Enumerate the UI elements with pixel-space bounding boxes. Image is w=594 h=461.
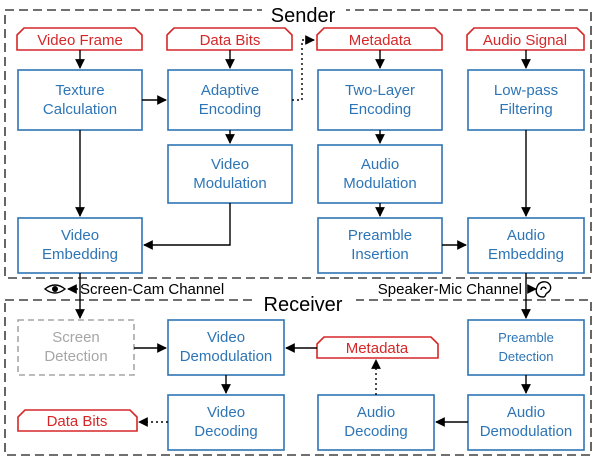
- texture-calculation-line1: Texture: [55, 82, 104, 99]
- sender-arrows: [75, 35, 531, 250]
- video-demodulation-line1: Video: [207, 329, 245, 346]
- two-layer-encoding-block: [317, 69, 443, 131]
- video-frame-input-tag: [16, 27, 143, 51]
- video-frame-input-label: Video Frame: [37, 32, 123, 49]
- ear-icon: [535, 281, 552, 298]
- video-modulation-line1: Video: [211, 156, 249, 173]
- adaptive-encoding-line1: Adaptive: [201, 82, 259, 99]
- two-layer-encoding-line2: Encoding: [349, 101, 412, 118]
- metadata-output-label: Metadata: [346, 340, 409, 357]
- adaptive-encoding-line2: Encoding: [199, 101, 262, 118]
- preamble-insertion-line2: Insertion: [351, 246, 409, 263]
- data-bits-output-tag: [17, 409, 138, 432]
- sender-title: Sender: [271, 5, 336, 27]
- metadata-input-label: Metadata: [349, 32, 412, 49]
- receiver-frame: [4, 299, 592, 456]
- data-bits-output-label: Data Bits: [47, 413, 108, 430]
- low-pass-filtering-block: [467, 69, 585, 131]
- eye-icon: [43, 284, 67, 294]
- screen-cam-channel-label: Screen-Cam Channel: [80, 281, 224, 298]
- data-bits-input-label: Data Bits: [200, 32, 261, 49]
- screen-detection-line2: Detection: [44, 348, 107, 365]
- low-pass-filtering-line1: Low-pass: [494, 82, 558, 99]
- adaptive-encoding-block: [167, 69, 293, 131]
- video-demodulation-block: [167, 319, 285, 376]
- video-modulation-line2: Modulation: [193, 175, 266, 192]
- audio-demodulation-line1: Audio: [507, 404, 545, 421]
- audio-modulation-block: [317, 144, 443, 204]
- preamble-detection-line2: Detection: [499, 349, 554, 364]
- sender-frame: [4, 9, 592, 279]
- preamble-detection-block: [467, 319, 585, 376]
- audio-embedding-line1: Audio: [507, 227, 545, 244]
- video-embedding-block: [17, 217, 143, 274]
- audio-modulation-line1: Audio: [361, 156, 399, 173]
- audio-decoding-line1: Audio: [357, 404, 395, 421]
- audio-embedding-block: [467, 217, 585, 274]
- video-decoding-line2: Decoding: [194, 423, 257, 440]
- audio-signal-input-label: Audio Signal: [483, 32, 567, 49]
- audio-embedding-line2: Embedding: [488, 246, 564, 263]
- receiver-title: Receiver: [264, 294, 343, 316]
- channel-arrows: [67, 273, 537, 319]
- video-embedding-line2: Embedding: [42, 246, 118, 263]
- audio-demodulation-block: [467, 394, 585, 451]
- screen-detection-line1: Screen: [52, 329, 100, 346]
- preamble-detection-line1: Preamble: [498, 330, 554, 345]
- data-bits-input-tag: [166, 27, 293, 51]
- audio-decoding-line2: Decoding: [344, 423, 407, 440]
- receiver-arrows: [134, 343, 531, 427]
- preamble-insertion-line1: Preamble: [348, 227, 412, 244]
- texture-calculation-block: [17, 69, 143, 131]
- video-modulation-block: [167, 144, 293, 204]
- video-decoding-block: [167, 394, 285, 451]
- speaker-mic-channel-label: Speaker-Mic Channel: [378, 281, 522, 298]
- texture-calculation-line2: Calculation: [43, 101, 117, 118]
- video-embedding-line1: Video: [61, 227, 99, 244]
- video-decoding-line1: Video: [207, 404, 245, 421]
- audio-demodulation-line2: Demodulation: [480, 423, 573, 440]
- audio-modulation-line2: Modulation: [343, 175, 416, 192]
- metadata-output-tag: [316, 336, 439, 359]
- metadata-input-tag: [316, 27, 443, 51]
- two-layer-encoding-line1: Two-Layer: [345, 82, 415, 99]
- audio-signal-input-tag: [466, 27, 585, 51]
- low-pass-filtering-line2: Filtering: [499, 101, 552, 118]
- video-demodulation-line2: Demodulation: [180, 348, 273, 365]
